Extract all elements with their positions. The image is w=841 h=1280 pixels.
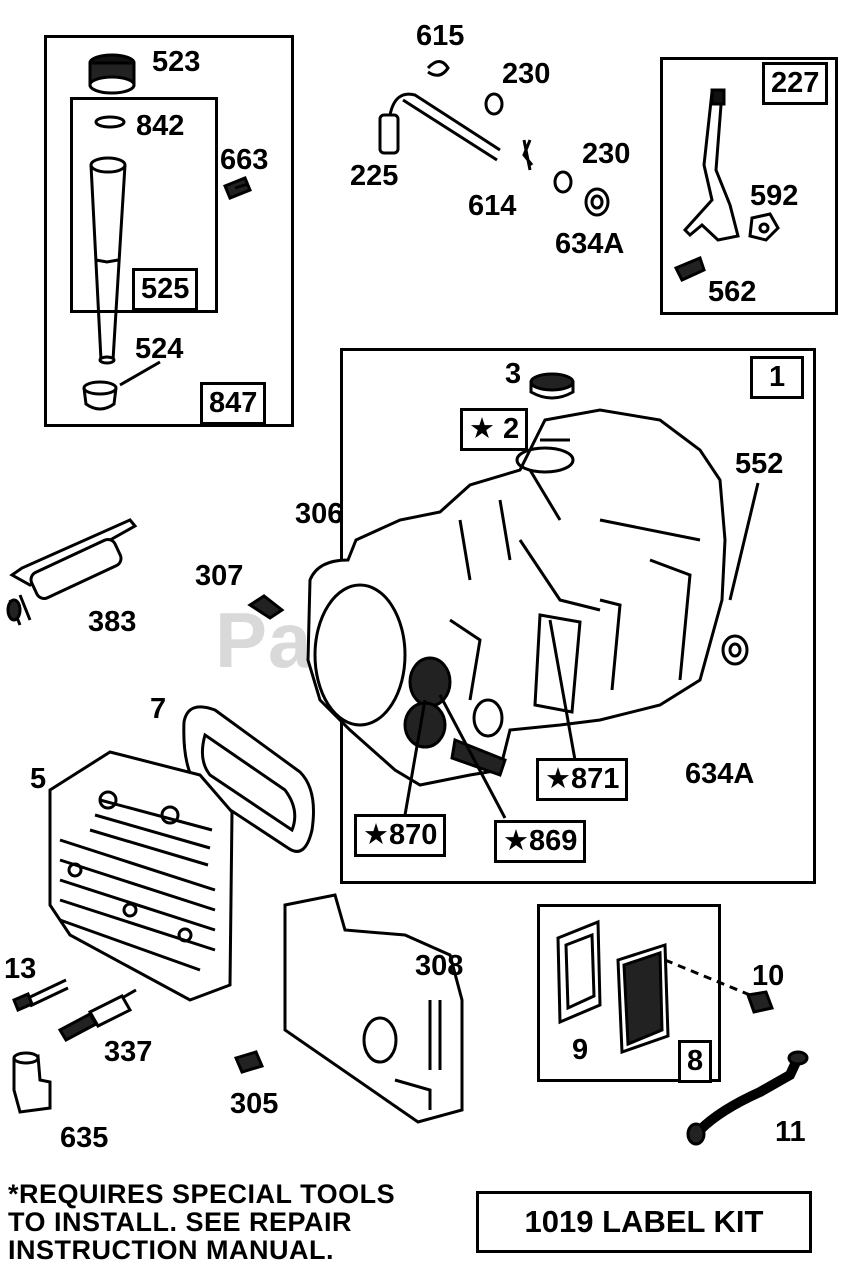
- label-kit-box: 1019 LABEL KIT: [476, 1191, 812, 1253]
- spark-plug-part: [57, 988, 137, 1042]
- label-9: 9: [572, 1034, 589, 1066]
- screw-10-part: [745, 990, 775, 1014]
- label-383: 383: [88, 606, 137, 638]
- washer-230-part: [484, 92, 504, 116]
- nut-592-part: [748, 212, 780, 242]
- clip-615-part: [426, 60, 450, 77]
- o-ring-part: [94, 115, 126, 129]
- washer-230b-part: [553, 170, 573, 194]
- label-227: 227: [762, 62, 829, 105]
- label-635: 635: [60, 1122, 109, 1154]
- label-523: 523: [152, 46, 201, 78]
- leader-552: [728, 482, 760, 601]
- label-847: 847: [200, 382, 267, 425]
- group-frame-8: [537, 904, 721, 1082]
- label-870: ★870: [354, 814, 447, 857]
- label-525: 525: [132, 268, 199, 311]
- label-10: 10: [752, 960, 785, 992]
- breather-hose-part: [686, 1050, 809, 1146]
- label-842: 842: [136, 110, 185, 142]
- label-305: 305: [230, 1088, 279, 1120]
- group-frame-525: [70, 97, 218, 313]
- label-11: 11: [775, 1116, 806, 1148]
- label-869: ★869: [494, 820, 587, 863]
- label-562: 562: [708, 276, 757, 308]
- label-307: 307: [195, 560, 244, 592]
- label-5: 5: [30, 763, 47, 795]
- head-bolt-part: [12, 978, 69, 1012]
- bolt-307-part: [247, 594, 285, 620]
- label-871: ★871: [536, 758, 629, 801]
- group-frame-227: [660, 57, 838, 315]
- label-524: 524: [135, 333, 184, 365]
- tube-grommet-part: [82, 360, 161, 411]
- label-225: 225: [350, 160, 399, 192]
- oil-seal-part: [529, 372, 575, 400]
- label-1: 1: [750, 356, 805, 399]
- breather-tube-part: [6, 518, 138, 626]
- label-592: 592: [750, 180, 799, 212]
- label-308: 308: [415, 950, 464, 982]
- governor-lever-part: [682, 88, 740, 242]
- footnote-line-2: TO INSTALL. SEE REPAIR: [8, 1207, 353, 1237]
- label-3: 3: [505, 358, 522, 390]
- leader-871: [548, 619, 577, 761]
- group-frame-847: [44, 35, 294, 427]
- label-663: 663: [220, 144, 269, 176]
- nut-634a-top-part: [584, 187, 610, 217]
- footnote-line-3: INSTRUCTION MANUAL.: [8, 1235, 334, 1265]
- screw-663-part: [223, 176, 252, 200]
- label-552: 552: [735, 448, 784, 480]
- dipstick-cap-part: [88, 53, 136, 95]
- bolt-562-part: [673, 255, 706, 282]
- footnote-line-1: *REQUIRES SPECIAL TOOLS: [8, 1179, 396, 1209]
- label-634a-middle: 634A: [685, 758, 755, 790]
- leader-870: [403, 699, 427, 816]
- elbow-fitting-part: [12, 1051, 52, 1114]
- label-7: 7: [150, 693, 167, 725]
- dipstick-tube-part: [89, 156, 127, 365]
- cylinder-baffle-part: [283, 893, 464, 1124]
- breather-cover-part: [616, 942, 670, 1055]
- leader-869: [438, 694, 507, 819]
- label-2: ★ 2: [460, 408, 529, 451]
- label-614: 614: [468, 190, 517, 222]
- nut-634a-mid-part: [721, 634, 749, 666]
- governor-shaft-part: [378, 92, 501, 162]
- special-tools-footnote: *REQUIRES SPECIAL TOOLS TO INSTALL. SEE …: [8, 1180, 395, 1264]
- label-230-upper: 230: [502, 58, 551, 90]
- cotter-pin-part: [522, 139, 534, 171]
- breather-gasket-part: [556, 919, 602, 1025]
- label-615: 615: [416, 20, 465, 52]
- label-337: 337: [104, 1036, 153, 1068]
- label-306: 306: [295, 498, 344, 530]
- engine-block-part: [306, 408, 727, 787]
- dashed-leader-10: [664, 958, 751, 997]
- label-230-lower: 230: [582, 138, 631, 170]
- bolt-305-part: [233, 1050, 265, 1074]
- label-13: 13: [4, 953, 37, 985]
- cylinder-head-part: [48, 750, 234, 1002]
- label-634a-upper: 634A: [555, 228, 625, 260]
- label-8: 8: [678, 1040, 713, 1083]
